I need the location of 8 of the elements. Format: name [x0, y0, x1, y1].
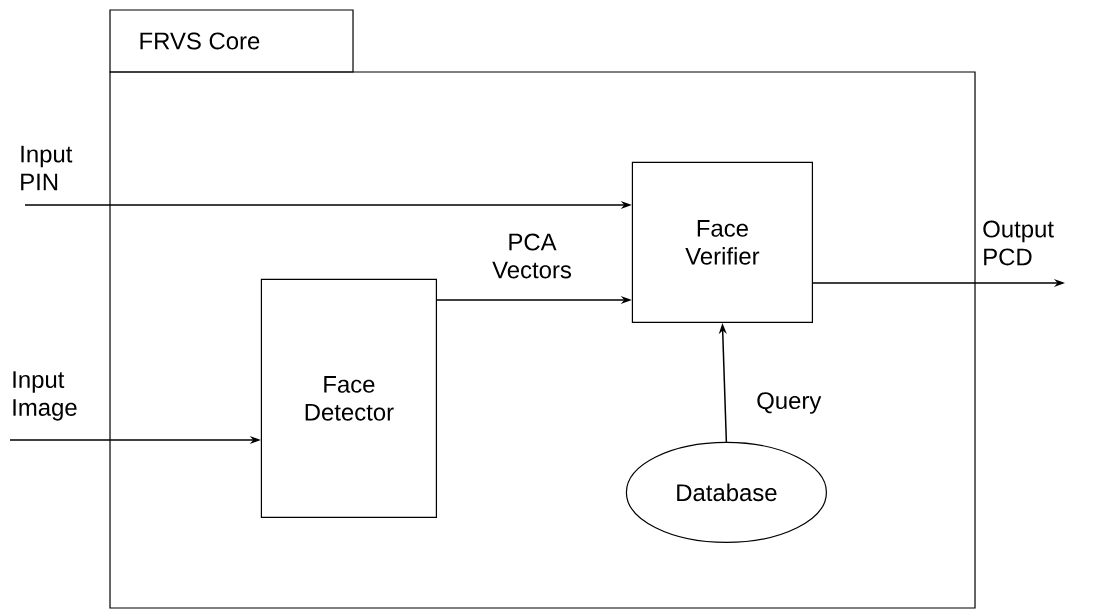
edge-label: Input PIN: [21, 145, 73, 191]
edge-label: Query: [757, 392, 822, 414]
node-label: FRVS Core: [140, 32, 260, 50]
process-box: Face Verifier: [631, 161, 813, 323]
edge-label: PCA Vectors: [492, 233, 571, 279]
edge-label: Output PCD: [983, 220, 1054, 266]
process-box: Face Detector: [260, 278, 437, 518]
edge-label: Input Image: [13, 371, 77, 421]
